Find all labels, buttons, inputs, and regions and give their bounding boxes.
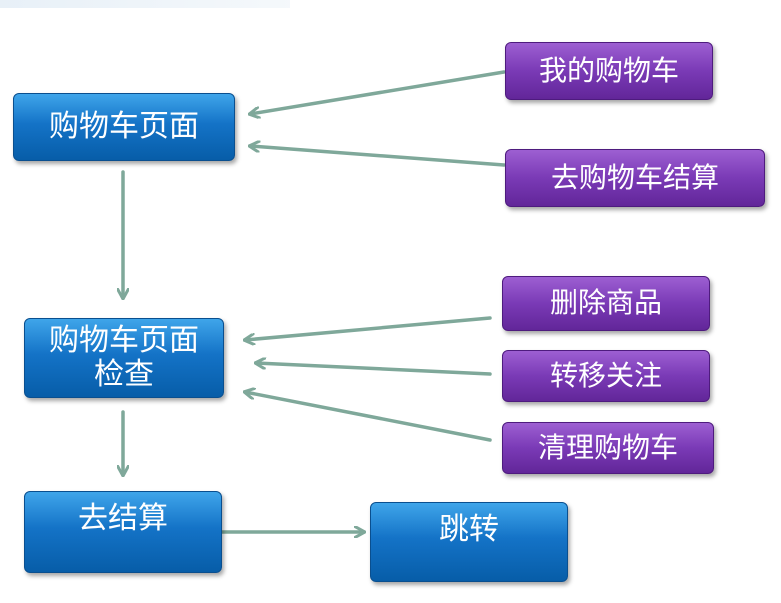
node-clear-cart-label: 清理购物车 [537,430,678,464]
node-clear-cart[interactable]: 清理购物车 [502,422,714,474]
node-go-cart-checkout[interactable]: 去购物车结算 [505,149,765,207]
node-cart-page-check[interactable]: 购物车页面 检查 [24,318,224,398]
arrow-move-to-check [256,363,492,376]
node-cart-page[interactable]: 购物车页面 [13,93,235,161]
arrow-my-cart-to-cart-page [250,70,506,114]
node-redirect[interactable]: 跳转 [370,502,568,582]
node-cart-page-label: 购物车页面 [49,108,199,144]
node-cart-page-check-line1: 购物车页面 [49,322,199,358]
node-delete-item[interactable]: 删除商品 [502,276,710,331]
node-go-cart-checkout-label: 去购物车结算 [550,160,719,194]
node-delete-item-label: 删除商品 [549,286,662,320]
arrow-delete-to-check [245,316,492,340]
node-my-cart[interactable]: 我的购物车 [505,42,713,100]
arrow-go-checkout-to-cart-page [250,146,506,167]
node-checkout[interactable]: 去结算 [24,491,222,573]
node-cart-page-check-line2: 检查 [94,357,154,392]
node-move-to-favorites[interactable]: 转移关注 [502,350,710,402]
node-checkout-label: 去结算 [78,501,168,536]
node-move-to-favorites-label: 转移关注 [549,358,662,392]
node-my-cart-label: 我的购物车 [538,53,679,87]
top-decoration-strip [0,0,290,8]
node-redirect-label: 跳转 [439,512,499,547]
arrow-clear-to-check [245,392,492,442]
